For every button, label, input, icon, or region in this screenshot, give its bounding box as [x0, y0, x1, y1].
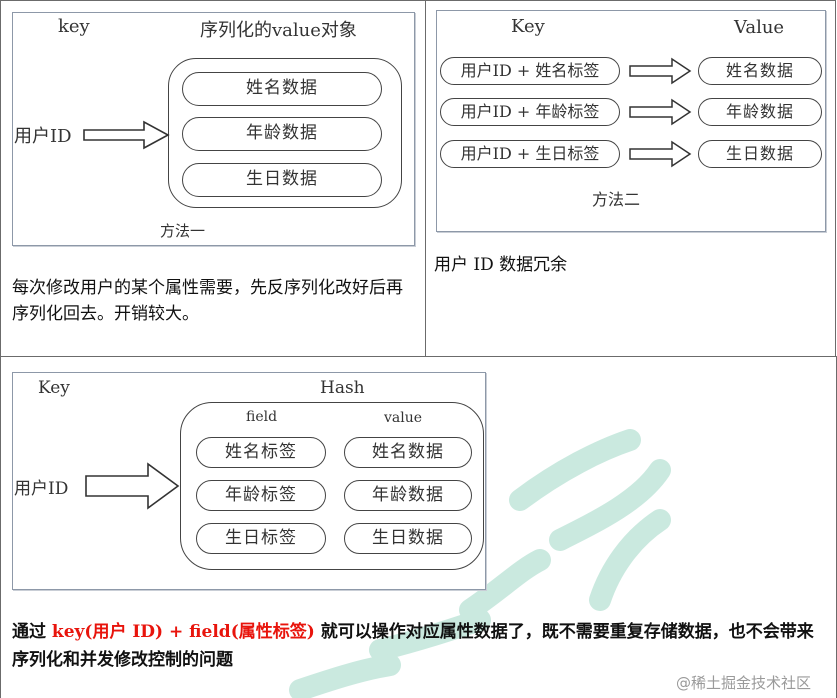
method3-field-birthday: 生日标签	[196, 523, 326, 554]
method2-arrow-icon-3	[629, 140, 692, 168]
method1-key-label: key	[58, 16, 90, 37]
method1-user-id: 用户ID	[14, 126, 72, 147]
method2-key-row-birthday: 用户ID + 生日标签	[440, 140, 620, 168]
method3-value-name: 姓名数据	[344, 437, 472, 468]
method2-value-row-birthday: 生日数据	[698, 140, 822, 168]
method1-field-birthday: 生日数据	[182, 163, 382, 197]
method2-description: 用户 ID 数据冗余	[434, 255, 568, 275]
method3-arrow-icon	[85, 462, 180, 510]
method2-value-row-age: 年龄数据	[698, 98, 822, 126]
method3-field-name: 姓名标签	[196, 437, 326, 468]
method3-hash-header: Hash	[320, 378, 365, 398]
method3-hash-box	[180, 402, 484, 570]
method2-arrow-icon-1	[629, 57, 692, 85]
method3-user-id: 用户ID	[14, 479, 69, 499]
method3-key-header: Key	[38, 378, 70, 398]
method1-caption: 方法一	[160, 222, 206, 240]
method1-title: 序列化的value对象	[200, 20, 357, 41]
method1-field-age: 年龄数据	[182, 117, 382, 151]
method1-value-object-box	[168, 58, 402, 208]
method3-desc-highlight: key(用户 ID) + field(属性标签)	[51, 622, 315, 642]
method3-desc-suffix: 就可以操作对应属性数据了，既不需要重复存储数据，也不会带来序列化和并发修改控制的…	[12, 622, 814, 670]
method3-value-header: value	[384, 410, 423, 426]
method2-arrow-icon-2	[629, 98, 692, 126]
method2-key-row-name: 用户ID + 姓名标签	[440, 57, 620, 85]
method3-value-birthday: 生日数据	[344, 523, 472, 554]
method2-value-header: Value	[734, 17, 785, 38]
method2-key-row-age: 用户ID + 年龄标签	[440, 98, 620, 126]
method1-arrow-icon	[83, 120, 170, 150]
method2-caption: 方法二	[592, 190, 641, 209]
method2-value-row-name: 姓名数据	[698, 57, 822, 85]
method2-key-header: Key	[511, 16, 545, 37]
method3-desc-prefix: 通过	[12, 622, 52, 642]
method1-description: 每次修改用户的某个属性需要，先反序列化改好后再序列化回去。开销较大。	[12, 278, 403, 324]
watermark-credit: @稀土掘金技术社区	[676, 674, 812, 692]
method3-value-age: 年龄数据	[344, 480, 472, 511]
method3-field-age: 年龄标签	[196, 480, 326, 511]
method3-field-header: field	[246, 409, 278, 425]
method1-field-name: 姓名数据	[182, 72, 382, 106]
method3-description: 通过 key(用户 ID) + field(属性标签) 就可以操作对应属性数据了…	[12, 618, 822, 674]
